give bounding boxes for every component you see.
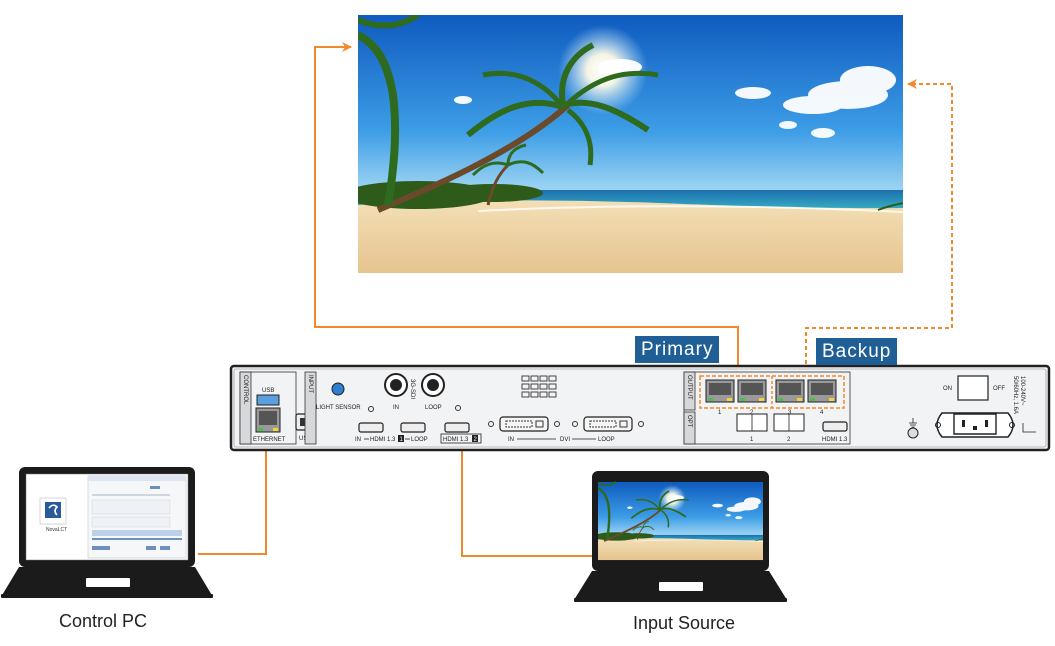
hdmi2-num-label: 2 xyxy=(474,437,478,443)
opt-section-label: OPT xyxy=(686,415,692,428)
backup-output-tag: Backup xyxy=(816,338,898,365)
primary-output-tag: Primary xyxy=(635,336,720,363)
output-port-2-label: 2 xyxy=(750,410,754,416)
output-port-4-label: 4 xyxy=(820,410,824,416)
novalct-app-label: NovaLCT xyxy=(46,527,67,533)
light-sensor-label: LIGHT SENSOR xyxy=(316,405,361,411)
sdi-in-label: IN xyxy=(393,405,399,411)
usb-a-port[interactable] xyxy=(256,394,280,406)
control-section-label: CONTROL xyxy=(242,375,248,405)
hdmi2-in-port[interactable] xyxy=(444,422,470,433)
input-connection-arrow xyxy=(457,439,592,557)
hdmi1-in-label: IN xyxy=(355,437,361,443)
dvi-loop-port[interactable] xyxy=(583,416,633,432)
vent-grid xyxy=(521,375,557,398)
control-connection-arrow xyxy=(198,439,271,555)
input-source-screen xyxy=(598,480,763,562)
dvi-loop-label: LOOP xyxy=(598,437,615,443)
hdmi1-name-label: HDMI 1.3 xyxy=(370,437,396,443)
power-section: ON OFF 100-240V~ 50/60Hz, 1.6A xyxy=(907,375,1036,439)
output-port-3-label: 3 xyxy=(788,410,792,416)
opt-port-1-label: 1 xyxy=(750,437,754,443)
hdmi1-num-label: 1 xyxy=(400,437,404,443)
power-rating-line1: 100-240V~ xyxy=(1019,376,1025,406)
input-source-caption: Input Source xyxy=(633,613,736,633)
output-port-1-label: 1 xyxy=(718,410,722,416)
ethernet-label: ETHERNET xyxy=(253,437,286,443)
software-window xyxy=(87,475,187,559)
input-section: INPUT LIGHT SENSOR 3G-SDI IN LOOP IN HDM… xyxy=(304,371,644,445)
power-rating-line2: 50/60Hz, 1.6A xyxy=(1012,376,1018,414)
sdi-loop-label: LOOP xyxy=(425,405,442,411)
backup-signal-arrow xyxy=(805,79,953,378)
hdmi1-loop-port[interactable] xyxy=(400,422,426,433)
control-pc-laptop: NovaLCT xyxy=(1,467,213,598)
hdmi1-in-port[interactable] xyxy=(358,422,384,433)
dvi-in-port[interactable] xyxy=(499,416,549,432)
output-section: OUTPUT 1 2 3 4 OPT 1 2 xyxy=(683,371,851,445)
ground-terminal xyxy=(907,427,919,439)
hdmi-output-label: HDMI 1.3 xyxy=(822,437,848,443)
opt-port-2-label: 2 xyxy=(787,437,791,443)
video-controller-rear-panel: CONTROL USB ETHERNET USB INPUT LIGHT SEN… xyxy=(229,364,1051,452)
hdmi-output-port[interactable] xyxy=(822,421,848,432)
power-on-label: ON xyxy=(943,386,952,392)
power-off-label: OFF xyxy=(993,386,1005,392)
output-section-label: OUTPUT xyxy=(686,375,692,400)
primary-signal-arrow xyxy=(314,42,739,378)
novalct-app-icon xyxy=(45,502,61,518)
input-source-laptop xyxy=(574,471,787,602)
usb-top-label: USB xyxy=(262,388,274,394)
hdmi1-loop-label: LOOP xyxy=(411,437,428,443)
light-sensor xyxy=(331,382,345,396)
dvi-in-label: IN xyxy=(508,437,514,443)
control-pc-caption: Control PC xyxy=(59,611,148,631)
led-display xyxy=(343,15,998,273)
power-switch[interactable] xyxy=(957,375,989,401)
hdmi2-name-label: HDMI 1.3 xyxy=(443,437,469,443)
sdi-label: 3G-SDI xyxy=(409,379,415,399)
input-section-label: INPUT xyxy=(307,375,313,393)
dvi-label: DVI xyxy=(560,437,570,443)
